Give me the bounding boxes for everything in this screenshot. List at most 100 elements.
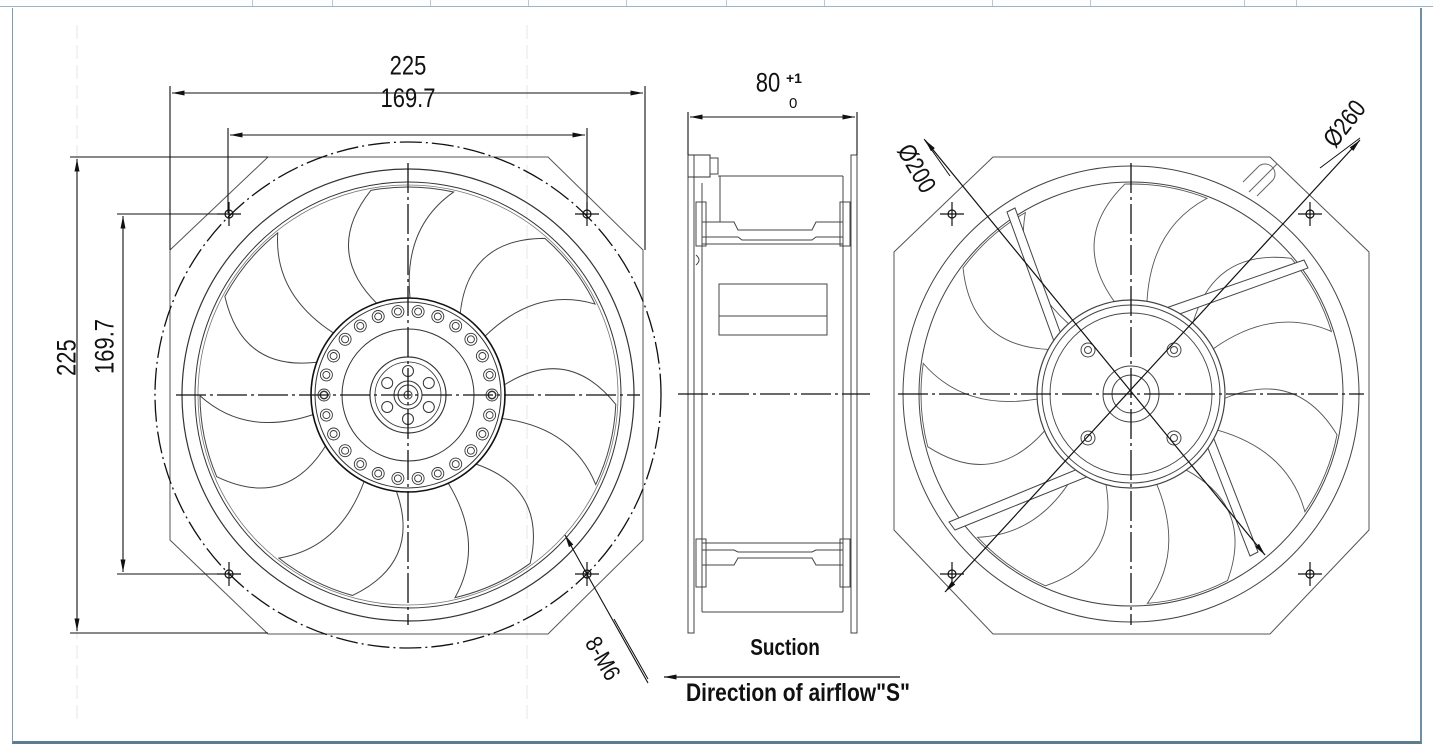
dim-diameter-260: Ø260 [1317,95,1371,153]
dim-line-diameter-260 [944,139,1361,593]
label-underline [1319,137,1361,169]
rear-view [893,156,1370,635]
vent-loop [391,305,405,319]
vent-loop [464,444,478,458]
table-cell-divider [1244,0,1245,6]
vent-loop [338,332,352,346]
vent-loop-inner [374,312,383,321]
dim-hole-spacing-v: 169.7 [90,319,119,374]
vent-loop-inner [466,335,475,344]
blade [277,481,404,597]
blade [224,231,334,364]
vent-loop [449,457,463,471]
blade [459,237,597,337]
blade [1146,469,1236,604]
table-cell-divider [332,0,333,6]
vent-loop [464,332,478,346]
blade [199,394,326,489]
mounting-hole-icon [1298,202,1322,226]
vent-loop-inner [433,469,442,478]
dim-line-diameter-200 [924,139,1266,556]
dim-diameter-200: Ø200 [892,139,942,198]
side-dimensions [664,112,900,680]
label-underline [613,618,649,680]
vent-loop-inner [329,430,338,438]
dim-tolerance-lower: 0 [789,95,797,112]
dim-depth: 80 [756,69,780,98]
vent-loop-inner [356,321,365,330]
front-dimensions [70,86,649,684]
table-cell-divider [1296,0,1297,6]
vent-loop-inner [485,411,494,420]
vent-loop-inner [393,307,402,316]
vent-loop-inner [341,335,350,344]
dim-overall-height: 225 [53,339,82,376]
table-cell-divider [528,0,529,6]
leader-mounting-holes [564,534,649,684]
vent-loop-inner [478,352,487,360]
screw-hole [422,377,435,389]
blade [447,463,534,599]
housing-outline [169,156,644,635]
vent-loop [449,319,463,333]
vent-loop [483,408,497,422]
blade [348,186,455,304]
blade [1093,183,1209,302]
vent-loop-inner [478,430,487,438]
vent-loop-inner [329,352,338,360]
dim-hole-spacing-h: 169.7 [380,84,435,113]
table-cell-divider [726,0,727,6]
dim-tolerance-upper: +1 [786,70,802,86]
table-cell-divider [992,0,993,6]
hub-vent-loops [317,305,499,485]
vent-loop [411,471,425,485]
table-row-remnant [0,0,1433,7]
nameplate [718,283,828,336]
table-cell-divider [430,0,431,6]
blade [502,368,617,486]
vent-loop [371,467,385,480]
vent-loop-inner [341,446,350,455]
vent-loop [353,457,367,471]
vent-loop [338,444,352,458]
vent-loop [319,368,333,382]
dim-mounting-holes: 8-M6 [580,632,626,685]
fan-blades [199,186,617,599]
vent-loop [353,319,367,333]
table-cell-divider [1090,0,1091,6]
rear-dimensions [924,139,1361,593]
dim-overall-width: 225 [390,52,427,81]
airflow-direction-label: Direction of airflow"S" [686,678,910,706]
vent-loop-inner [322,370,331,379]
vent-loop-inner [451,460,460,469]
table-cell-divider [252,0,253,6]
vent-loop [327,349,341,363]
vent-loop-inner [485,370,494,379]
pitch-circle [154,141,662,649]
vent-loop [475,427,489,441]
table-cell-divider [824,0,825,6]
front-view [154,141,662,649]
suction-label: Suction [750,636,820,661]
vent-loop [411,305,425,319]
vent-loop-inner [356,460,365,469]
vent-loop-inner [393,474,402,483]
screw-hole [381,401,394,413]
vent-loop [475,349,489,363]
cable-slot [1242,163,1278,197]
vent-loop-inner [451,321,460,330]
vent-loop [431,467,445,480]
vent-loop-inner [433,312,442,321]
connector-box [687,154,711,178]
vent-loop [431,310,445,323]
blade [920,362,1045,465]
vent-loop-inner [414,474,423,483]
vent-loop [483,368,497,382]
mounting-hole-icon [940,202,964,226]
screw-hole [422,401,435,413]
vent-loop-inner [466,446,475,455]
side-view [678,154,870,634]
mounting-hole-icon [1298,562,1322,586]
vent-loop-inner [322,411,331,420]
